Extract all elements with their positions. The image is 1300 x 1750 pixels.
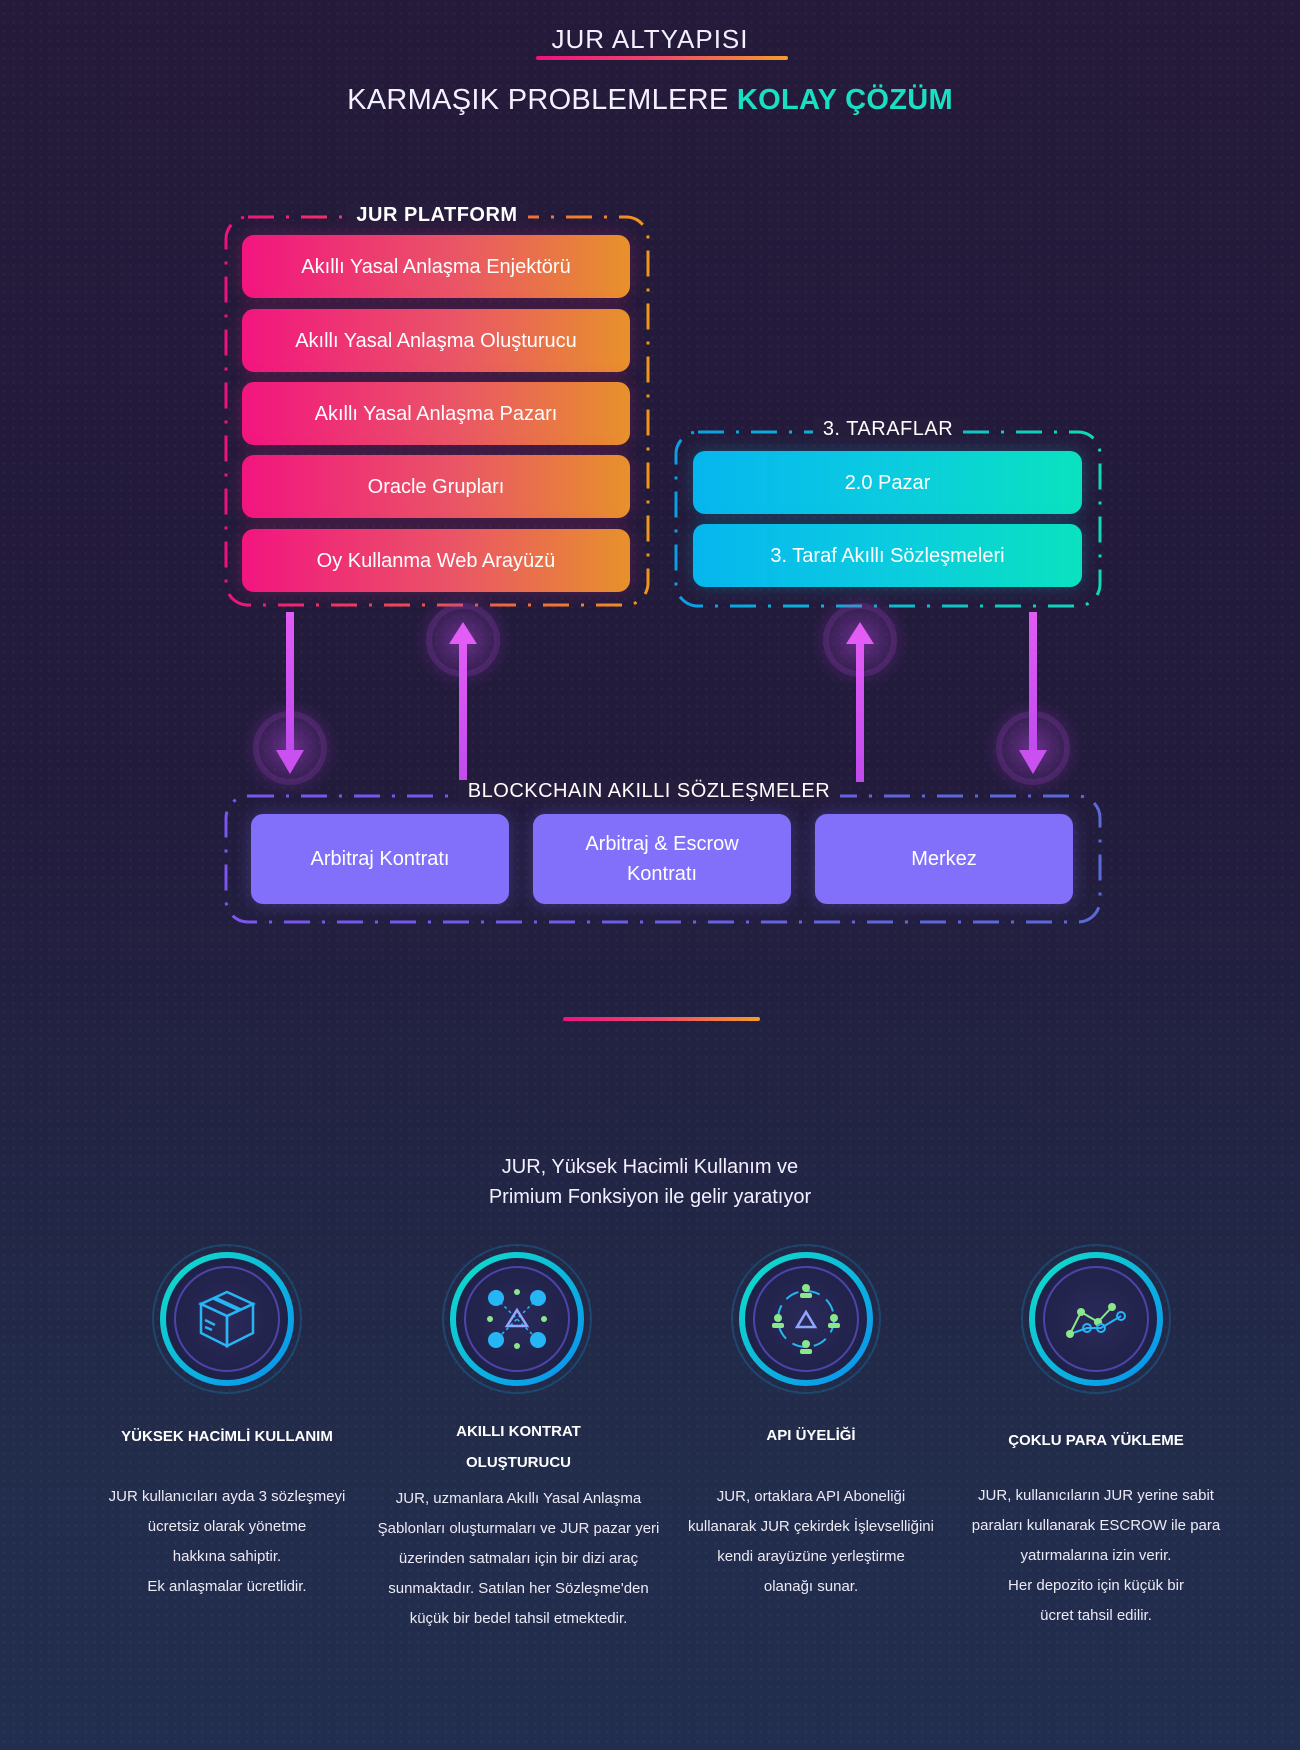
headline-accent: KOLAY ÇÖZÜM	[736, 84, 953, 116]
feature-icons	[152, 1244, 1171, 1394]
feature-high-volume-desc: JUR kullanıcıları ayda 3 sözleşmeyi ücre…	[92, 1482, 362, 1602]
feature-description: JUR kullanıcıları ayda 3 sözleşmeyi ücre…	[108, 1488, 346, 1595]
blockchain-item-hub[interactable]: Merkez	[815, 814, 1073, 904]
platform-label-text: JUR PLATFORM	[346, 204, 528, 226]
feature-contract-creator: AKILLI KONTRAT OLUŞTURUCU	[376, 1416, 661, 1478]
chart-line-icon	[1021, 1244, 1171, 1394]
blockchain-item-arbitration-escrow[interactable]: Arbitraj & Escrow Kontratı	[533, 814, 791, 904]
platform-item-oracle-groups[interactable]: Oracle Grupları	[242, 455, 630, 518]
blockchain-label: BLOCKCHAIN AKILLI SÖZLEŞMELER	[212, 780, 1086, 803]
diagram-connectors	[224, 215, 1102, 924]
revenue-headline-line2: Primium Fonksiyon ile gelir yaratıyor	[488, 1186, 812, 1208]
arrow-down-icon	[286, 612, 294, 750]
platform-item-injector[interactable]: Akıllı Yasal Anlaşma Enjektörü	[242, 235, 630, 298]
arrow-up-icon	[856, 642, 864, 782]
arrow-up-icon	[459, 642, 467, 782]
box-icon	[152, 1244, 302, 1394]
platform-item-market[interactable]: Akıllı Yasal Anlaşma Pazarı	[242, 382, 630, 445]
arrow-up-icon	[449, 622, 477, 644]
section-divider	[563, 1017, 760, 1021]
network-icon	[442, 1244, 592, 1394]
feature-description: JUR, uzmanlara Akıllı Yasal Anlaşma Şabl…	[377, 1490, 660, 1627]
revenue-headline-line1: JUR, Yüksek Hacimli Kullanım ve	[501, 1156, 799, 1178]
feature-title: API ÜYELİĞİ	[766, 1427, 856, 1444]
feature-api-membership: API ÜYELİĞİ	[676, 1420, 946, 1451]
arrow-up-icon	[846, 622, 874, 644]
feature-description: JUR, ortaklara API Aboneliği kullanarak …	[688, 1488, 934, 1595]
feature-multi-currency: ÇOKLU PARA YÜKLEME	[961, 1425, 1231, 1456]
users-icon	[731, 1244, 881, 1394]
feature-title: ÇOKLU PARA YÜKLEME	[1008, 1432, 1184, 1449]
platform-item-creator[interactable]: Akıllı Yasal Anlaşma Oluşturucu	[242, 309, 630, 372]
arrow-down-icon	[276, 750, 304, 774]
section-title: JUR ALTYAPISI	[551, 24, 749, 54]
feature-title: AKILLI KONTRAT OLUŞTURUCU	[456, 1423, 581, 1471]
headline-main: KARMAŞIK PROBLEMLERE	[347, 84, 737, 116]
blockchain-item-arbitration[interactable]: Arbitraj Kontratı	[251, 814, 509, 904]
feature-description: JUR, kullanıcıların JUR yerine sabit par…	[971, 1487, 1221, 1624]
title-underline	[536, 56, 788, 60]
third-parties-label: 3. TARAFLAR	[676, 418, 1100, 441]
feature-high-volume: YÜKSEK HACİMLİ KULLANIM	[92, 1421, 362, 1452]
blockchain-label-text: BLOCKCHAIN AKILLI SÖZLEŞMELER	[457, 780, 841, 802]
platform-item-voting-web[interactable]: Oy Kullanma Web Arayüzü	[242, 529, 630, 592]
page-headline: KARMAŞIK PROBLEMLERE KOLAY ÇÖZÜM	[0, 84, 1300, 117]
third-parties-frame	[674, 430, 1102, 608]
feature-contract-creator-desc: JUR, uzmanlara Akıllı Yasal Anlaşma Şabl…	[361, 1484, 676, 1634]
arrow-down-icon	[1019, 750, 1047, 774]
revenue-headline: JUR, Yüksek Hacimli Kullanım ve Primium …	[0, 1152, 1300, 1212]
feature-title: YÜKSEK HACİMLİ KULLANIM	[121, 1428, 333, 1445]
third-party-item-market[interactable]: 2.0 Pazar	[693, 451, 1082, 514]
feature-api-membership-desc: JUR, ortaklara API Aboneliği kullanarak …	[666, 1482, 956, 1602]
third-party-item-contracts[interactable]: 3. Taraf Akıllı Sözleşmeleri	[693, 524, 1082, 587]
platform-label: JUR PLATFORM	[226, 204, 648, 227]
feature-multi-currency-desc: JUR, kullanıcıların JUR yerine sabit par…	[951, 1481, 1241, 1631]
third-parties-label-text: 3. TARAFLAR	[812, 418, 964, 440]
arrow-down-icon	[1029, 612, 1037, 750]
blockchain-frame	[224, 794, 1102, 924]
